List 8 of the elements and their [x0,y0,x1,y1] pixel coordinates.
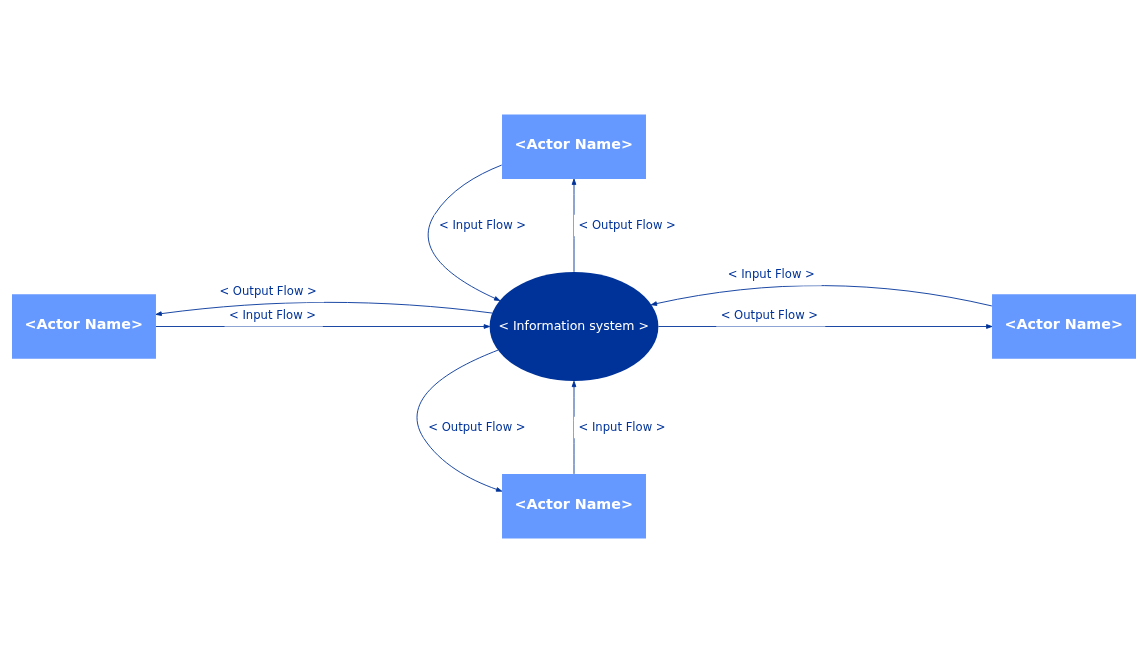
edge-label: < Output Flow > [428,419,526,434]
edge-label: < Input Flow > [228,307,317,322]
edge-label: < Input Flow > [578,419,666,434]
edge-label: < Output Flow > [720,307,819,322]
edge-label: < Input Flow > [438,217,527,232]
edge-label: < Input Flow > [727,266,815,281]
edge-label: < Output Flow > [219,283,317,298]
edge-label: < Output Flow > [578,217,676,232]
